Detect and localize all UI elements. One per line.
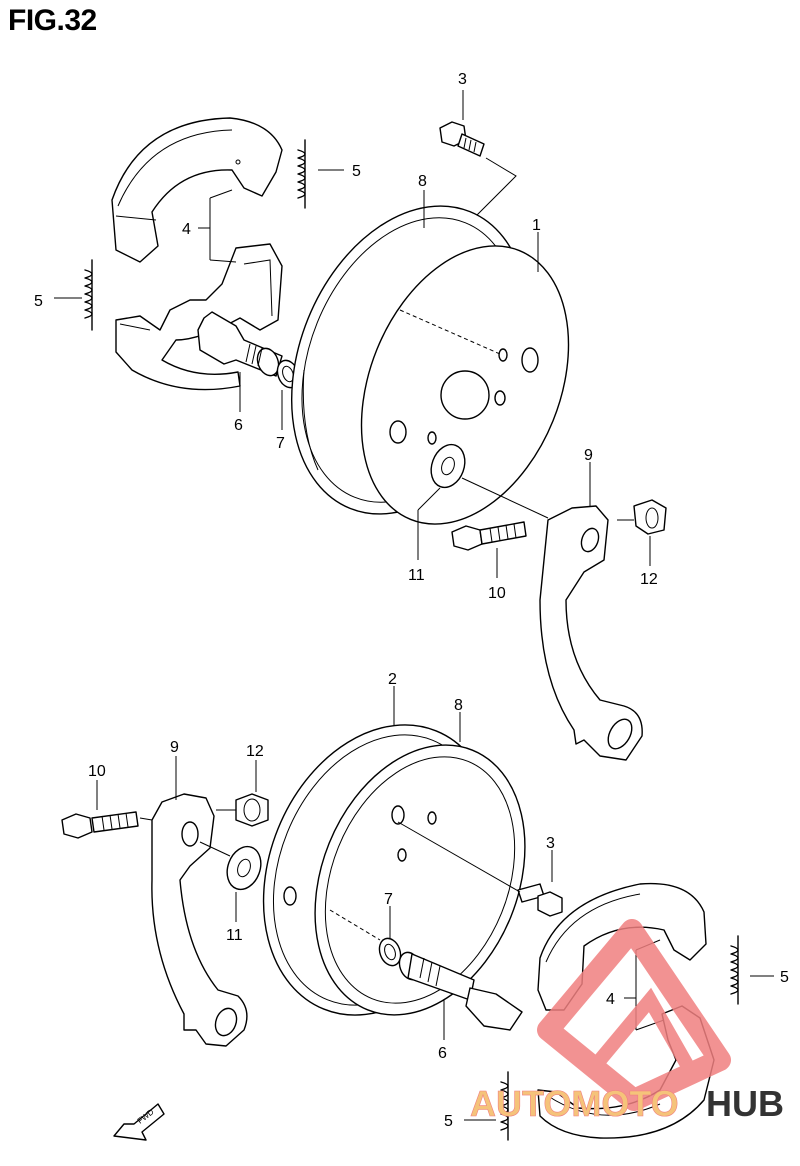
spring-5-top	[297, 139, 306, 209]
callout-12-top: 12	[640, 571, 658, 588]
callout-7-top: 7	[276, 435, 285, 452]
cam-lever-9-bottom	[151, 793, 248, 1047]
brake-drum-1	[291, 205, 570, 525]
bolt-10-bottom	[61, 811, 139, 839]
spring-5-bottom	[500, 1071, 509, 1141]
leader-3-to-drum	[469, 157, 517, 223]
callout-7-bottom: 7	[384, 891, 393, 908]
washer-11-top	[430, 443, 466, 489]
callout-8-top: 8	[418, 173, 427, 190]
callout-3-top: 3	[458, 71, 467, 88]
collar-12-top	[633, 499, 667, 535]
callout-8-bottom: 8	[454, 697, 463, 714]
brake-shoe-upper-top	[111, 117, 283, 263]
washer-7-bottom	[378, 937, 402, 967]
callout-2: 2	[388, 671, 397, 688]
bolt-10-top	[451, 521, 527, 551]
watermark-text-automoto: AUTOMOTO	[470, 1083, 679, 1124]
spring-5-left	[84, 259, 93, 331]
watermark-logo	[537, 919, 731, 1111]
brake-drum-2	[262, 724, 526, 1016]
figure-title: FIG.32	[8, 4, 97, 37]
callout-10-top: 10	[488, 585, 506, 602]
callout-1: 1	[532, 217, 541, 234]
fwd-arrow-icon: FWD	[113, 1103, 165, 1141]
callout-12-bottom: 12	[246, 743, 264, 760]
camshaft-6-bottom	[398, 951, 523, 1031]
callout-11-top: 11	[408, 567, 425, 584]
callout-3-bottom: 3	[546, 835, 555, 852]
bolt-3-top	[439, 121, 485, 157]
bolt-3-bottom	[517, 883, 563, 917]
collar-12-bottom	[235, 793, 269, 827]
callout-9-bottom: 9	[170, 739, 179, 756]
callout-5-left: 5	[34, 293, 43, 310]
callout-5-top: 5	[352, 163, 361, 180]
camshaft-6-top	[197, 311, 283, 377]
callout-10-bottom: 10	[88, 763, 106, 780]
callout-11-bottom: 11	[226, 927, 243, 944]
callout-6-bottom: 6	[438, 1045, 447, 1062]
cam-lever-9-top	[539, 505, 643, 761]
callout-9-top: 9	[584, 447, 593, 464]
callout-5-bottom: 5	[444, 1113, 453, 1130]
callout-5-right: 5	[780, 969, 789, 986]
callout-4-bottom: 4	[606, 991, 615, 1008]
washer-11-bottom	[226, 845, 262, 891]
callout-4-top: 4	[182, 221, 191, 238]
callout-6-top: 6	[234, 417, 243, 434]
spring-5-right	[730, 935, 739, 1005]
watermark-text-hub: HUB	[706, 1083, 784, 1124]
